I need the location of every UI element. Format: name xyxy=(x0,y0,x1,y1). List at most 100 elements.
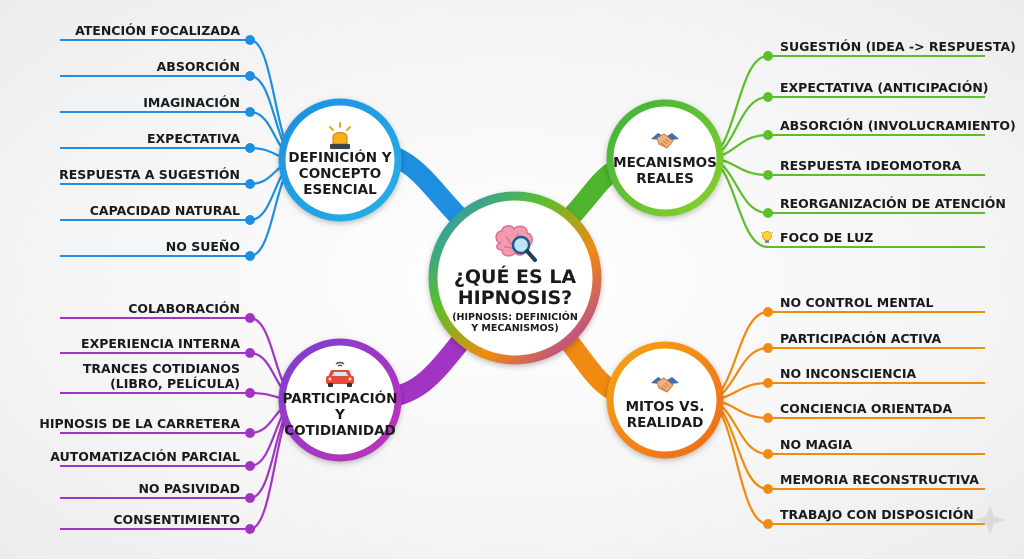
participacion-item-6: CONSENTIMIENTO xyxy=(113,512,240,527)
participacion-item-0: COLABORACIÓN xyxy=(128,301,240,316)
definicion-item-label-5: CAPACIDAD NATURAL xyxy=(89,203,240,218)
participacion-dot-1 xyxy=(245,348,255,358)
mecanismos-item-0: SUGESTIÓN (IDEA -> RESPUESTA) xyxy=(780,39,1016,54)
mecanismos-dot-1 xyxy=(763,92,773,102)
mitos-item-label-3: CONCIENCIA ORIENTADA xyxy=(780,401,953,416)
mitos-item-2: NO INCONSCIENCIA xyxy=(780,366,916,381)
definicion-title-line3: ESENCIAL xyxy=(303,182,377,198)
mitos-item-label-5: MEMORIA RECONSTRUCTIVA xyxy=(780,472,979,487)
definicion-dot-5 xyxy=(245,215,255,225)
mitos-item-label-2: NO INCONSCIENCIA xyxy=(780,366,917,381)
participacion-ring xyxy=(278,338,402,462)
definicion-item-6: NO SUEÑO xyxy=(166,239,240,254)
definicion-item-5: CAPACIDAD NATURAL xyxy=(90,203,240,218)
mitos-item-label-0: NO CONTROL MENTAL xyxy=(780,295,934,310)
mecanismos-dot-2 xyxy=(763,130,773,140)
mitos-item-4: NO MAGIA xyxy=(780,437,852,452)
participacion-item-1: EXPERIENCIA INTERNA xyxy=(81,336,240,351)
participacion-dot-5 xyxy=(245,493,255,503)
center-title: ¿QUÉ ES LA HIPNOSIS? xyxy=(454,266,576,309)
definicion-item-4: RESPUESTA A SUGESTIÓN xyxy=(59,167,240,182)
mecanismos-dot-0 xyxy=(763,51,773,61)
branch-node-participacion: PARTICIPACIÓN Y COTIDIANIDAD xyxy=(280,350,400,450)
center-subtitle: (HIPNOSIS: DEFINICIÓN Y MECANISMOS) xyxy=(452,312,578,334)
mitos-dot-6 xyxy=(763,519,773,529)
mitos-title-line1: MITOS VS. xyxy=(625,399,705,415)
mecanismos-item-label-2: ABSORCIÓN (INVOLUCRAMIENTO) xyxy=(780,118,1016,133)
participacion-item-label-1: EXPERIENCIA INTERNA xyxy=(81,336,240,351)
participacion-item-label-0: COLABORACIÓN xyxy=(128,301,240,316)
mecanismos-title: MECANISMOS REALES xyxy=(613,155,717,187)
mecanismos-item-2: ABSORCIÓN (INVOLUCRAMIENTO) xyxy=(780,118,1016,133)
participacion-item-label-2: TRANCES COTIDIANOS xyxy=(82,361,240,376)
branch-node-rings xyxy=(278,98,724,462)
definicion-item-label-1: ABSORCIÓN xyxy=(156,59,240,74)
mecanismos-item-3: RESPUESTA IDEOMOTORA xyxy=(780,158,961,173)
participacion-item-label-4: AUTOMATIZACIÓN PARCIAL xyxy=(50,449,240,464)
participacion-item-3: HIPNOSIS DE LA CARRETERA xyxy=(39,416,240,431)
definicion-title-line2: CONCEPTO xyxy=(298,166,382,182)
mecanismos-item-label-1: EXPECTATIVA (ANTICIPACIÓN) xyxy=(780,80,989,95)
participacion-dot-0 xyxy=(245,313,255,323)
participacion-item-5: NO PASIVIDAD xyxy=(138,481,240,496)
mitos-dot-0 xyxy=(763,307,773,317)
mitos-dot-3 xyxy=(763,413,773,423)
center-subtitle-line1: (HIPNOSIS: DEFINICIÓN xyxy=(452,311,578,323)
mecanismos-item-label-4: REORGANIZACIÓN DE ATENCIÓN xyxy=(780,196,1006,211)
participacion-item-label2-2: (LIBRO, PELÍCULA) xyxy=(110,376,240,391)
definicion-item-label-6: NO SUEÑO xyxy=(165,239,240,254)
definicion-title: DEFINICIÓN Y CONCEPTO ESENCIAL xyxy=(288,150,391,198)
center-node: ¿QUÉ ES LA HIPNOSIS? (HIPNOSIS: DEFINICI… xyxy=(440,203,590,353)
definicion-dot-3 xyxy=(245,143,255,153)
handshake-icon xyxy=(651,377,679,393)
branch-node-mitos: MITOS VS. REALIDAD xyxy=(615,352,715,452)
brain-magnifier-icon xyxy=(495,224,537,262)
participacion-title: PARTICIPACIÓN Y COTIDIANIDAD xyxy=(280,391,400,439)
participacion-dot-2 xyxy=(245,388,255,398)
mitos-item-3: CONCIENCIA ORIENTADA xyxy=(780,401,952,416)
definicion-item-1: ABSORCIÓN xyxy=(157,59,240,74)
leaf-connectors xyxy=(60,35,985,534)
definicion-dot-1 xyxy=(245,71,255,81)
mitos-item-1: PARTICIPACIÓN ACTIVA xyxy=(780,331,941,346)
definicion-dot-0 xyxy=(245,35,255,45)
definicion-item-0: ATENCIÓN FOCALIZADA xyxy=(75,23,240,38)
mitos-title: MITOS VS. REALIDAD xyxy=(626,399,705,431)
sparkle-icon xyxy=(975,505,1005,535)
definicion-dot-2 xyxy=(245,107,255,117)
mitos-ring xyxy=(606,341,724,459)
mitos-item-0: NO CONTROL MENTAL xyxy=(780,295,933,310)
definicion-item-3: EXPECTATIVA xyxy=(147,131,240,146)
participacion-dot-4 xyxy=(245,461,255,471)
alarm-light-icon xyxy=(329,122,351,149)
branch-node-definicion: DEFINICIÓN Y CONCEPTO ESENCIAL xyxy=(288,100,392,220)
handshake-icon xyxy=(651,133,679,149)
definicion-item-2: IMAGINACIÓN xyxy=(143,95,240,110)
participacion-dot-3 xyxy=(245,428,255,438)
mitos-dot-1 xyxy=(763,343,773,353)
center-subtitle-line2: Y MECANISMOS) xyxy=(471,322,559,334)
mecanismos-item-1: EXPECTATIVA (ANTICIPACIÓN) xyxy=(780,80,989,95)
mecanismos-item-label-5: FOCO DE LUZ xyxy=(780,230,874,245)
mitos-dot-4 xyxy=(763,449,773,459)
participacion-item-2: TRANCES COTIDIANOS(LIBRO, PELÍCULA) xyxy=(83,361,240,391)
definicion-item-label-3: EXPECTATIVA xyxy=(147,131,240,146)
participacion-item-label-6: CONSENTIMIENTO xyxy=(113,512,240,527)
mecanismos-item-4: REORGANIZACIÓN DE ATENCIÓN xyxy=(780,196,1006,211)
definicion-item-label-2: IMAGINACIÓN xyxy=(143,95,240,110)
definicion-dot-6 xyxy=(245,251,255,261)
definicion-item-label-0: ATENCIÓN FOCALIZADA xyxy=(75,23,240,38)
participacion-title-line2: Y COTIDIANIDAD xyxy=(284,407,396,439)
mecanismos-dot-4 xyxy=(763,208,773,218)
mitos-item-label-6: TRABAJO CON DISPOSICIÓN xyxy=(780,507,974,522)
mitos-dot-5 xyxy=(763,484,773,494)
mecanismos-ring xyxy=(606,99,724,217)
mitos-item-5: MEMORIA RECONSTRUCTIVA xyxy=(780,472,979,487)
mecanismos-dot-3 xyxy=(763,170,773,180)
mitos-item-label-4: NO MAGIA xyxy=(780,437,853,452)
mitos-item-label-1: PARTICIPACIÓN ACTIVA xyxy=(780,331,942,346)
mitos-item-6: TRABAJO CON DISPOSICIÓN xyxy=(780,507,974,522)
mecanismos-title-line2: REALES xyxy=(636,171,694,187)
center-title-line2: HIPNOSIS? xyxy=(457,286,573,309)
